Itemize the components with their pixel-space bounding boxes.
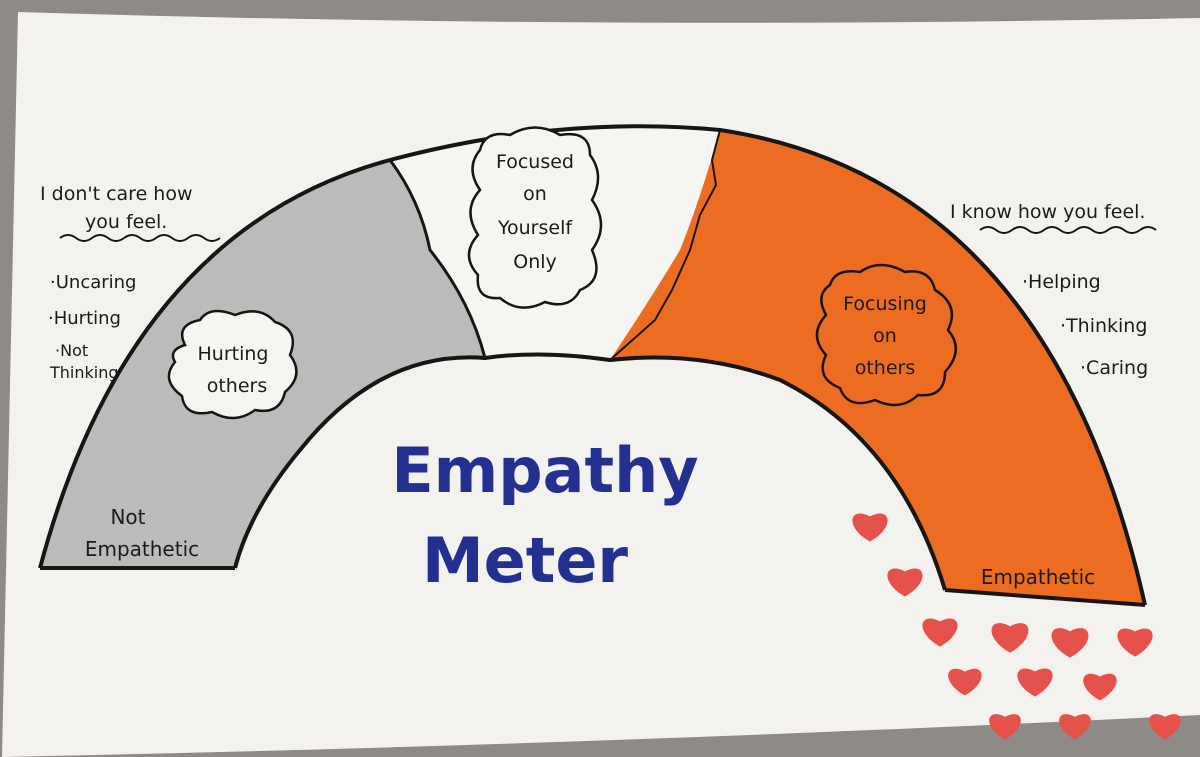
divider-left bbox=[388, 159, 487, 359]
divider-right bbox=[609, 129, 721, 361]
orange-section bbox=[610, 130, 1145, 605]
heart-icon bbox=[922, 618, 958, 647]
hearts-group bbox=[852, 513, 1181, 740]
cloud-middle-line-4: Only bbox=[513, 251, 557, 273]
cloud-right-line-1: Focusing bbox=[843, 293, 927, 315]
heart-icon bbox=[887, 568, 923, 597]
left-squiggle bbox=[59, 234, 221, 242]
cloud-middle-line-3: Yourself bbox=[497, 217, 573, 239]
heart-icon bbox=[1083, 673, 1117, 701]
heart-icon bbox=[852, 513, 888, 542]
left-statement-line-1: I don't care how bbox=[40, 183, 193, 205]
right-trait-caring: ·Caring bbox=[1080, 357, 1148, 379]
heart-icon bbox=[989, 714, 1021, 740]
heart-icon bbox=[948, 668, 982, 696]
title-line-2: Meter bbox=[422, 524, 628, 597]
arch-right-base bbox=[944, 588, 1146, 607]
cloud-left-line-1: Hurting bbox=[198, 343, 269, 365]
left-trait-thinking: Thinking bbox=[49, 363, 119, 382]
end-right-label: Empathetic bbox=[981, 565, 1095, 589]
cloud-middle-line-1: Focused bbox=[496, 151, 574, 173]
heart-icon bbox=[1059, 714, 1091, 740]
arch-inner-outline bbox=[233, 352, 947, 591]
arch-outer-outline bbox=[38, 124, 1147, 606]
left-trait-uncaring: ·Uncaring bbox=[50, 272, 136, 293]
right-statement: I know how you feel. bbox=[950, 201, 1145, 223]
title-line-1: Empathy bbox=[391, 434, 698, 507]
heart-icon bbox=[1149, 714, 1181, 740]
cloud-right-line-3: others bbox=[855, 357, 916, 379]
end-left-line-2: Empathetic bbox=[85, 537, 199, 561]
cloud-right-line-2: on bbox=[873, 325, 897, 347]
right-trait-helping: ·Helping bbox=[1022, 271, 1101, 293]
left-trait-not: ·Not bbox=[55, 341, 88, 360]
cloud-left-outline bbox=[167, 309, 298, 420]
cloud-middle-outline bbox=[467, 126, 603, 309]
right-squiggle bbox=[979, 226, 1157, 234]
heart-icon bbox=[1117, 628, 1153, 657]
left-statement-line-2: you feel. bbox=[85, 211, 167, 233]
heart-icon bbox=[1051, 628, 1089, 658]
cloud-middle-line-2: on bbox=[523, 183, 547, 205]
left-trait-hurting: ·Hurting bbox=[48, 308, 121, 329]
cloud-right-outline bbox=[815, 263, 957, 407]
heart-icon bbox=[991, 623, 1029, 653]
heart-icon bbox=[1017, 668, 1053, 697]
end-left-line-1: Not bbox=[110, 505, 145, 529]
right-trait-thinking: ·Thinking bbox=[1060, 315, 1147, 337]
cloud-left-line-2: others bbox=[207, 375, 268, 397]
